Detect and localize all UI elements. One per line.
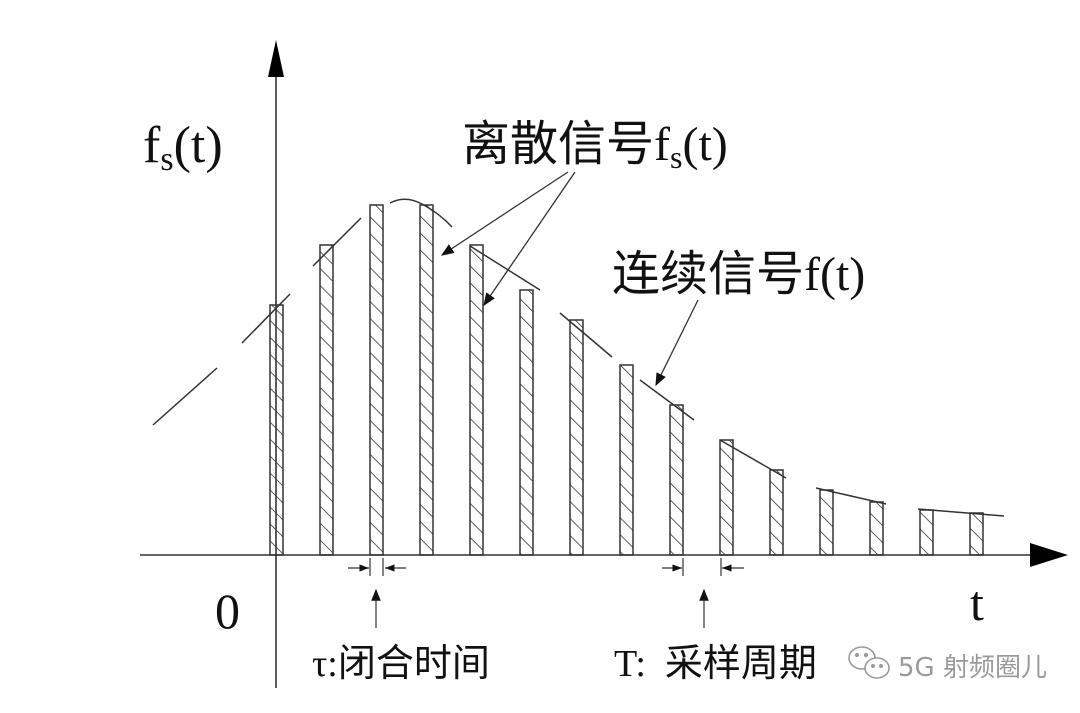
y-axis-arrow-icon [268, 40, 284, 77]
period-dimension [662, 558, 744, 628]
tau-label: τ:闭合时间 [312, 643, 490, 685]
sample-bar [419, 204, 434, 556]
sample-bar [319, 244, 334, 556]
wechat-icon [848, 646, 890, 679]
sample-bar [869, 501, 884, 556]
discrete-signal-pointers [440, 171, 576, 307]
sample-bar [819, 489, 834, 556]
sample-bar [519, 289, 534, 556]
sample-bar [469, 244, 484, 556]
sample-bar [719, 439, 734, 556]
y-axis-label: fs(t) [143, 117, 223, 178]
sample-bar [569, 319, 584, 556]
x-axis-label: t [970, 575, 984, 631]
discrete-signal-label: 离散信号fs(t) [462, 118, 728, 175]
watermark-text: 5G 射频圈儿 [898, 653, 1047, 683]
sample-bar [369, 204, 384, 556]
period-label: T: 采样周期 [614, 643, 817, 685]
sample-bar [619, 364, 634, 556]
sample-bar [919, 509, 934, 556]
origin-label: 0 [215, 583, 240, 639]
sample-bar [769, 469, 784, 556]
sample-bar [669, 404, 684, 556]
sample-bar [269, 304, 284, 556]
x-axis-arrow-icon [1030, 543, 1068, 567]
sample-bar [969, 512, 984, 556]
sample-bars [269, 204, 984, 556]
tau-dimension [348, 558, 406, 628]
watermark: 5G 射频圈儿 [848, 646, 1047, 683]
continuous-signal-pointer [655, 299, 699, 387]
continuous-signal-label: 连续信号f(t) [612, 248, 865, 301]
